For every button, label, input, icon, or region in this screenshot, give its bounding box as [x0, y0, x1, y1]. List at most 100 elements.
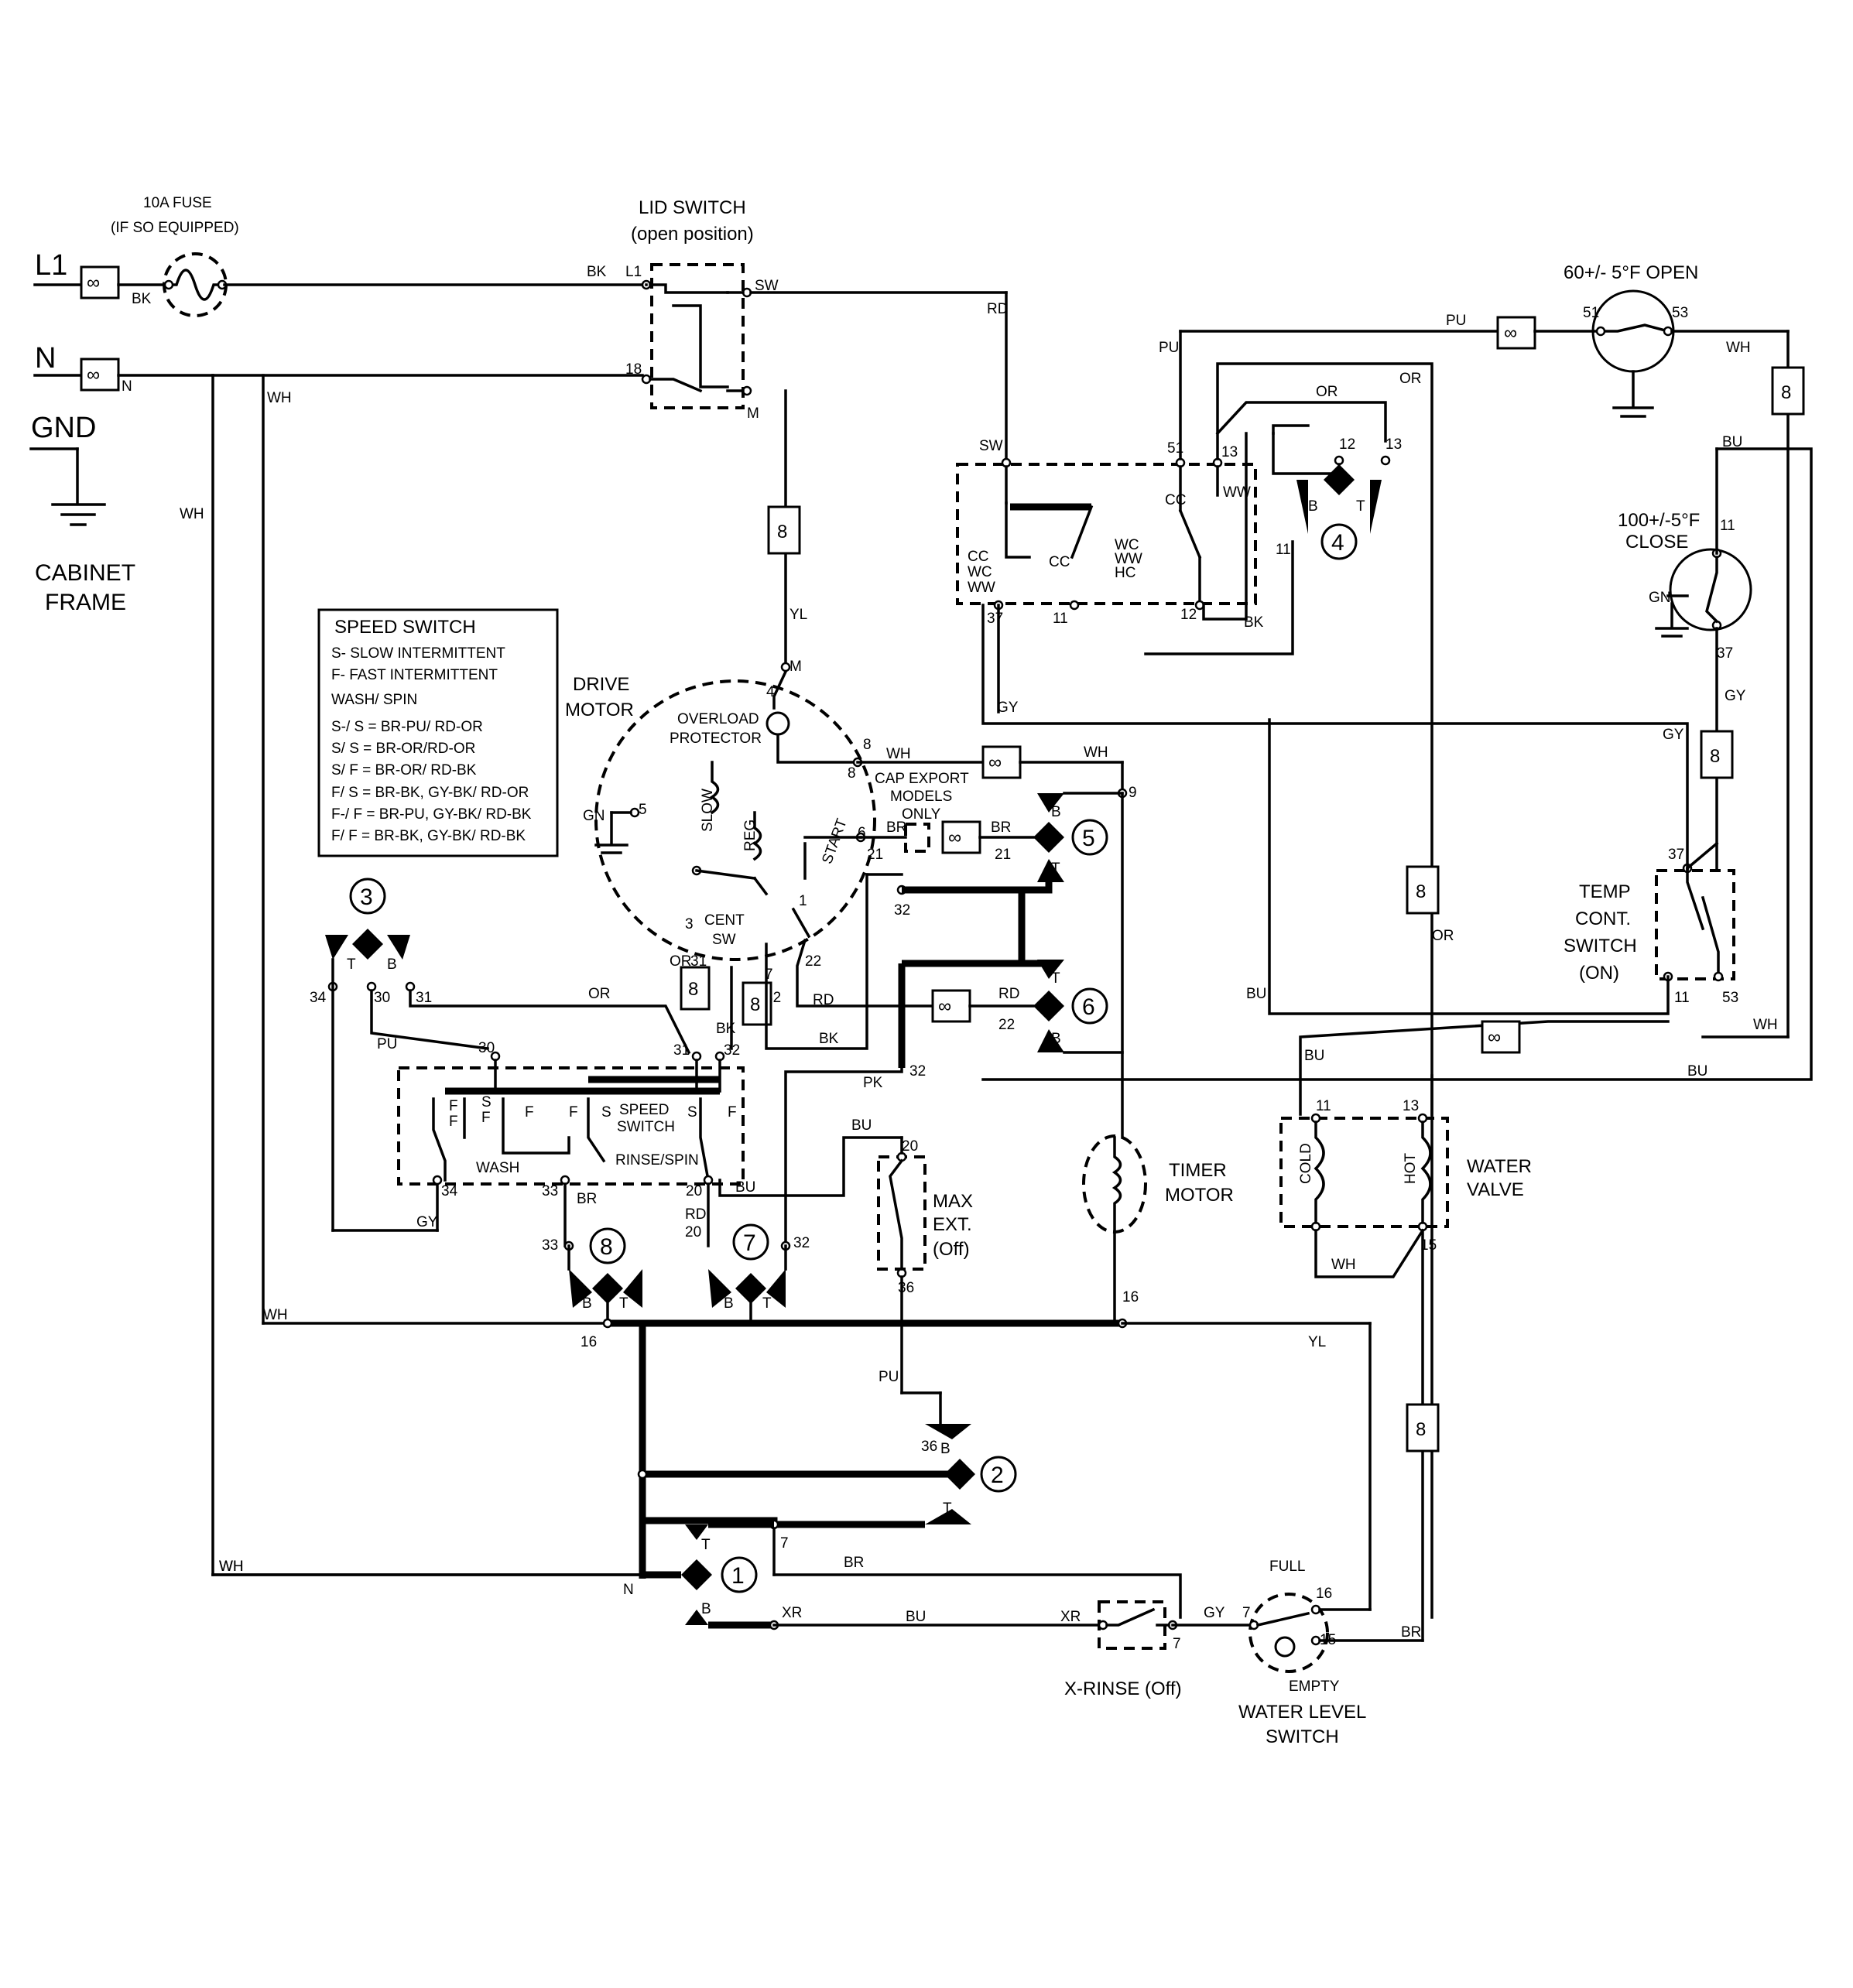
x-rinse-label: X-RINSE (Off)	[1064, 1678, 1182, 1699]
cam1-n: N	[623, 1582, 634, 1598]
wire-bk-motor: BK	[716, 1021, 736, 1037]
thermostat-open-title: 60+/- 5°F OPEN	[1564, 262, 1698, 283]
wire-bu-speed: BU	[735, 1179, 755, 1196]
overload-protector-icon	[766, 711, 790, 736]
cam7-32: 32	[793, 1235, 810, 1251]
wire-wh-valve: WH	[1331, 1257, 1356, 1273]
speed-legend-line-1: F- FAST INTERMITTENT	[331, 667, 498, 683]
fuse-icon	[165, 269, 226, 301]
gy-connector-right	[1700, 730, 1734, 779]
timer-cam-2: 36 B T 2	[637, 1424, 1017, 1530]
speed-31: 31	[673, 1042, 690, 1059]
wire-bk-upper: BK	[1244, 614, 1264, 631]
drive-motor-title-2: MOTOR	[565, 700, 634, 720]
max-ext-36: 36	[898, 1280, 914, 1296]
lid-switch-title: LID SWITCH	[639, 197, 746, 218]
thermo-close-gn: GN	[1649, 590, 1671, 606]
water-level-empty: EMPTY	[1289, 1678, 1340, 1695]
timer-motor-label-1: TIMER	[1169, 1160, 1227, 1181]
wire-wh-motor: WH	[886, 746, 911, 762]
br-connector	[1406, 1403, 1440, 1453]
speed-switch-block-label-1: SPEED	[619, 1102, 669, 1118]
n-label: N	[35, 342, 56, 375]
cent-sw-label-2: SW	[712, 932, 736, 948]
speed-legend-line-4: S/ S = BR-OR/RD-OR	[331, 741, 475, 757]
cent-sw-label-1: CENT	[704, 912, 745, 929]
wire-pk-label: PK	[863, 1075, 883, 1091]
max-ext-switch: 20 MAX EXT. (Off) 36 PU	[877, 1136, 973, 1425]
speed-s-4: S	[601, 1104, 611, 1121]
fuse-note: (IF SO EQUIPPED)	[111, 220, 239, 236]
speed-20: 20	[686, 1183, 702, 1199]
wire-rd-cam6: RD	[998, 986, 1019, 1002]
wire-yl-m: YL	[789, 607, 807, 623]
speed-f-1: F	[449, 1098, 458, 1114]
fuse-title: 10A FUSE	[143, 195, 212, 211]
x-rinse-switch: XR 7 X-RINSE (Off) GY	[1060, 1600, 1252, 1699]
upper-13-terminal: 13	[1221, 444, 1238, 460]
cam4-b: B	[1308, 498, 1318, 515]
cam3-b: B	[387, 956, 397, 973]
lid-m-connector	[767, 505, 801, 555]
cam2-number: 2	[991, 1463, 1004, 1488]
speed-f-1b: F	[449, 1114, 458, 1130]
speed-legend-line-5: S/ F = BR-OR/ RD-BK	[331, 762, 477, 778]
water-level-title-1: WATER LEVEL	[1238, 1702, 1366, 1723]
speed-20-b: 20	[685, 1224, 701, 1240]
cam8-number: 8	[600, 1234, 613, 1260]
lid-switch: LID SWITCH (open position) L1 SW 18 M WH…	[211, 197, 1008, 667]
thermostat-100-close: 100+/-5°F CLOSE 11 37 BU BU GN GY 8	[981, 434, 1813, 1081]
cap-export-and-cams: CAP EXPORT MODELS ONLY ∞ BR 21 B T 5 9 T…	[784, 771, 1137, 1247]
speed-30: 30	[478, 1040, 495, 1056]
valve-hot: HOT	[1403, 1153, 1419, 1185]
wire-rd-20: RD	[685, 1206, 706, 1223]
n-connector	[80, 358, 120, 392]
wire-or-motor: OR	[670, 953, 692, 970]
l1-connector-glyph: ∞	[87, 272, 100, 293]
wire-br-motor: BR	[886, 819, 906, 836]
valve-15: 15	[1420, 1237, 1437, 1254]
temp-switch-label-1: TEMP	[1579, 881, 1631, 902]
cam6-b: B	[1051, 1031, 1061, 1047]
wire-gy-speed: GY	[416, 1214, 438, 1230]
speed-switch-block-label-2: SWITCH	[617, 1119, 675, 1135]
n-connector-terminal: N	[122, 378, 132, 395]
speed-33: 33	[542, 1183, 558, 1199]
wire-pu-speed: PU	[377, 1036, 397, 1052]
water-level-7: 7	[1242, 1605, 1251, 1621]
timer-switch-upper: SW CC WC WW CC WC WW HC CC WW 51 13 37 1…	[956, 313, 1499, 1619]
br-connector-glyph: 8	[1416, 1419, 1426, 1440]
cam3-31: 31	[416, 990, 432, 1006]
upper-cc-1: CC	[968, 549, 988, 565]
motor-1-terminal: 1	[799, 893, 807, 909]
wire-wh-bus: WH	[263, 1307, 288, 1323]
cam2-b: B	[940, 1441, 950, 1457]
water-valve-title-2: VALVE	[1467, 1179, 1524, 1200]
motor-21-terminal: 21	[867, 847, 883, 863]
temp-switch-53: 53	[1722, 990, 1738, 1006]
wire-gy-37: GY	[997, 700, 1019, 716]
speed-s-2: S	[481, 1094, 492, 1110]
or-connector-motor	[680, 966, 711, 1011]
motor-slow-label: SLOW	[700, 789, 716, 832]
wire-gy-upper: GY	[1663, 727, 1684, 743]
thermostat-close-title-1: 100+/-5°F	[1618, 510, 1700, 531]
wh-connector-right	[1771, 366, 1805, 416]
cam8-t: T	[619, 1295, 629, 1312]
wire-wh-lid: WH	[267, 390, 292, 406]
cam5-b: B	[1051, 804, 1061, 820]
cam7-b: B	[724, 1295, 734, 1312]
temp-switch-label-2: CONT.	[1575, 908, 1631, 929]
wire-bu-right-bottom: BU	[1687, 1063, 1707, 1080]
wire-bu-valve: BU	[1304, 1048, 1324, 1064]
max-ext-label-1: MAX	[933, 1191, 973, 1212]
cap-export-label-1: CAP EXPORT	[875, 771, 969, 787]
x-rinse-7: 7	[1173, 1636, 1181, 1652]
cam6-t: T	[1051, 970, 1060, 987]
water-level-full: FULL	[1269, 1559, 1305, 1575]
wire-bu-11: BU	[1246, 986, 1266, 1002]
temp-switch-label-4: (ON)	[1579, 963, 1619, 984]
upper-37-terminal: 37	[987, 611, 1003, 627]
max-ext-label-3: (Off)	[933, 1239, 970, 1260]
motor-22-terminal: 22	[805, 953, 821, 970]
